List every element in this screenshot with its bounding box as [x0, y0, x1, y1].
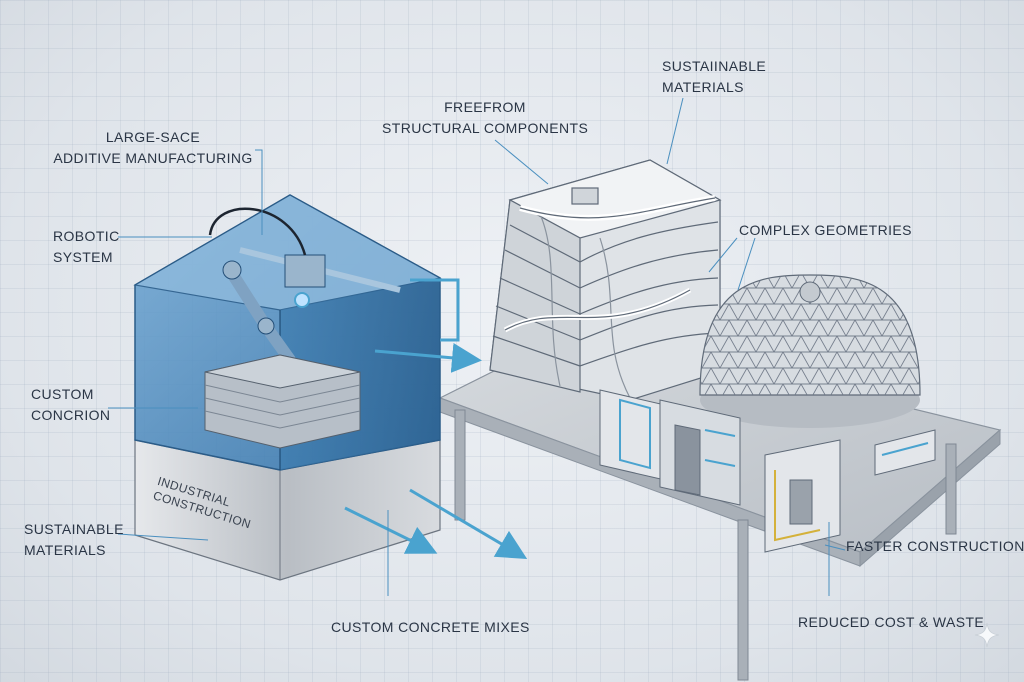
printer-enclosure: [133, 194, 460, 581]
label-freeform-components: FREEFROM STRUCTURAL COMPONENTS: [382, 99, 589, 136]
wall-panels: [599, 389, 936, 553]
label-large-scale-additive: LARGE-SACE ADDITIVE MANUFACTURING: [53, 129, 253, 166]
label-reduced-cost: REDUCED COST & WASTE: [798, 614, 985, 630]
label-sustainable-top: SUSTAIINABLE MATERIALS: [662, 58, 767, 95]
geodesic-dome: [699, 274, 921, 428]
label-custom-concrete-mixes: CUSTOM CONCRETE MIXES: [331, 619, 530, 635]
label-complex-geometries: COMPLEX GEOMETRIES: [739, 222, 912, 238]
label-faster-construction: FASTER CONSTRUCTION: [846, 538, 1024, 554]
leader-lines: [108, 97, 846, 596]
label-custom-concrete: CUSTOM CONCRION: [31, 386, 111, 423]
label-robotic-system: ROBOTIC SYSTEM: [53, 228, 120, 265]
sparkle-icon: [974, 622, 1000, 648]
freeform-building: [489, 159, 722, 401]
label-sustainable-left: SUSTAINABLE MATERIALS: [24, 521, 124, 558]
